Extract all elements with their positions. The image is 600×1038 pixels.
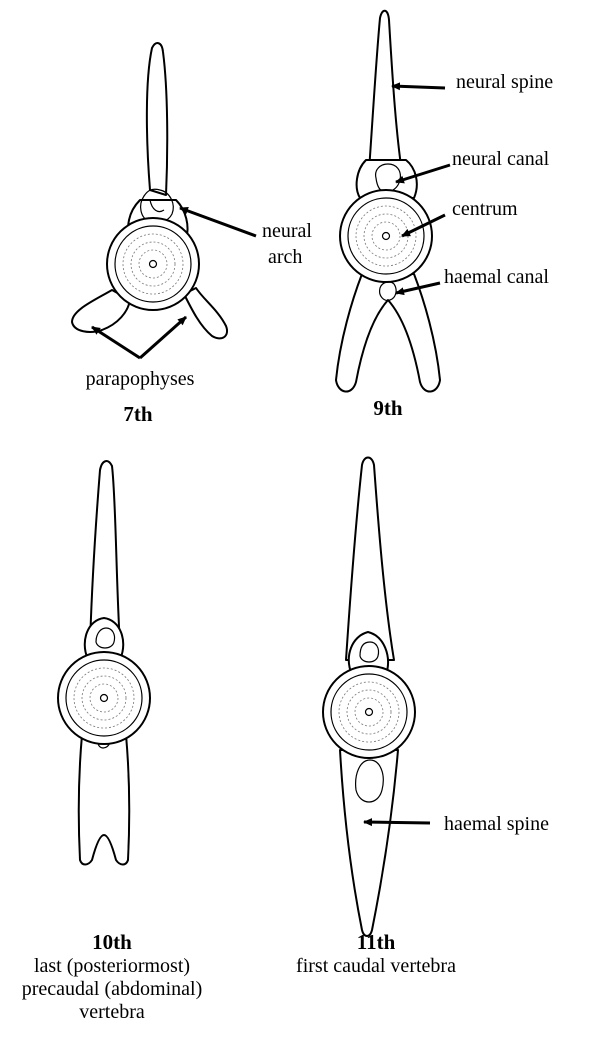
centrum-9th [340, 190, 432, 282]
vertebra-9th [336, 11, 440, 392]
caption-10th-line2: precaudal (abdominal) [22, 978, 202, 1000]
label-haemal-canal: haemal canal [444, 266, 549, 288]
arrow-neural-arch [180, 208, 256, 236]
haemal-spine-11th [340, 750, 398, 936]
label-neural-canal: neural canal [452, 148, 550, 170]
centrum-10th [58, 652, 150, 744]
arrow-neural-spine [392, 86, 445, 88]
label-haemal-spine: haemal spine [444, 813, 549, 835]
caption-11th-line1: first caudal vertebra [296, 955, 456, 977]
arrow-parapophyses-right [140, 317, 186, 358]
parapophysis-right-7th [184, 288, 227, 338]
number-9th: 9th [373, 396, 402, 420]
number-7th: 7th [123, 402, 152, 426]
neural-spine-11th [346, 458, 394, 661]
number-11th: 11th [357, 930, 396, 954]
haemal-arch-10th [79, 735, 130, 865]
label-neural-arch-line1: neural [262, 220, 312, 242]
neural-spine-7th [147, 43, 167, 195]
caption-10th-line3: vertebra [79, 1001, 145, 1023]
number-10th: 10th [92, 930, 132, 954]
haemal-arch-9th [336, 274, 440, 392]
vertebra-7th [72, 43, 227, 338]
label-neural-arch-line2: arch [268, 246, 302, 268]
arrow-parapophyses-left [92, 327, 140, 358]
caption-10th-line1: last (posteriormost) [34, 955, 190, 977]
label-centrum: centrum [452, 198, 518, 220]
vertebra-11th [323, 458, 415, 937]
neural-spine-9th [368, 11, 404, 185]
label-parapophyses: parapophyses [86, 368, 195, 390]
centrum-11th [323, 666, 415, 758]
label-neural-spine: neural spine [456, 71, 553, 93]
centrum-7th [107, 218, 199, 310]
vertebra-10th [58, 461, 150, 864]
arrow-haemal-spine [364, 822, 430, 823]
